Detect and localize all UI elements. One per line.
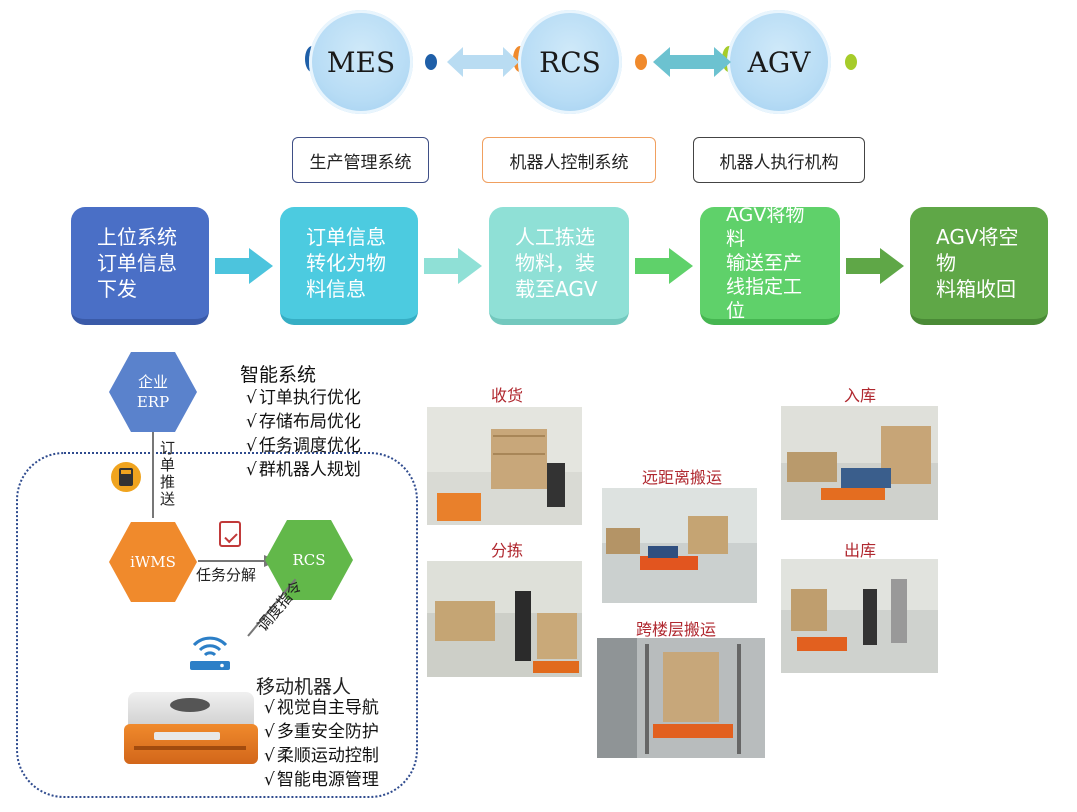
agv-desc: 机器人执行机构 (719, 152, 839, 173)
rcs-desc: 机器人控制系统 (509, 152, 629, 173)
flow-3-text-2: 物料，装 (515, 251, 595, 275)
flow-step-2: 订单信息转化为物料信息 (280, 207, 418, 325)
flow-1-text-3: 下发 (97, 277, 137, 301)
robot-feature-item: 视觉自主导航 (264, 696, 379, 720)
smart-feature-item: 订单执行优化 (246, 386, 361, 410)
erp-hexagon: 企业 ERP (109, 352, 197, 432)
flow-4-text-3: 线指定工 (726, 276, 803, 298)
robot-feature-item: 智能电源管理 (264, 768, 379, 792)
robot-feature-item: 柔顺运动控制 (264, 744, 379, 768)
smart-feature-item: 群机器人规划 (246, 458, 361, 482)
mes-rcs-double-arrow (447, 47, 519, 77)
flow-5-text-1: AGV将空物 (936, 225, 1019, 275)
flow-5-text-2: 料箱收回 (936, 277, 1016, 301)
order-push-connector (152, 432, 154, 518)
sort-caption: 分拣 (490, 541, 523, 560)
iwms-label: iWMS (130, 553, 176, 571)
flow-2-text-3: 料信息 (306, 277, 366, 301)
agv-robot-image (120, 686, 260, 770)
smart-system-list: 订单执行优化 存储布局优化 任务调度优化 群机器人规划 (246, 386, 361, 482)
rcs-hex-label: RCS (292, 551, 326, 569)
smart-feature-item: 任务调度优化 (246, 434, 361, 458)
flow-4-text-4: 位 (726, 300, 746, 322)
rcs-right-tab (635, 54, 647, 70)
long-transport-photo (602, 488, 757, 603)
mes-bubble: MES (309, 10, 413, 114)
erp-line-1: 企业 (137, 373, 168, 391)
task-split-label: 任务分解 (196, 566, 257, 584)
flow-1-text-2: 订单信息 (97, 251, 177, 275)
flow-4-text-1: AGV将物料 (726, 204, 805, 250)
flow-4-text-2: 输送至产 (726, 252, 803, 274)
flow-3-text-3: 载至AGV (515, 277, 598, 301)
flow-2-text-1: 订单信息 (306, 225, 386, 249)
receive-photo (427, 407, 582, 525)
flow-step-3: 人工拣选物料，装载至AGV (489, 207, 629, 325)
flow-arrow-4 (846, 248, 904, 284)
agv-right-tab (845, 54, 857, 70)
robot-zone-dotted-frame (16, 452, 418, 798)
flow-1-text-1: 上位系统 (97, 225, 177, 249)
robot-feature-list: 视觉自主导航 多重安全防护 柔顺运动控制 智能电源管理 (264, 696, 379, 792)
flow-step-5: AGV将空物料箱收回 (910, 207, 1048, 325)
robot-feature-item: 多重安全防护 (264, 720, 379, 744)
putaway-caption: 入库 (843, 386, 876, 405)
flow-arrow-3 (635, 248, 693, 284)
mes-desc: 生产管理系统 (309, 152, 412, 173)
floor-transport-caption: 跨楼层搬运 (635, 620, 716, 639)
wifi-router-icon (190, 636, 230, 670)
rcs-desc-box: 机器人控制系统 (482, 137, 656, 183)
flow-step-4: AGV将物料输送至产线指定工位 (700, 204, 840, 325)
agv-desc-box: 机器人执行机构 (693, 137, 865, 183)
outbound-caption: 出库 (843, 541, 876, 560)
mes-desc-box: 生产管理系统 (292, 137, 429, 183)
putaway-photo (781, 406, 938, 520)
flow-2-text-2: 转化为物 (306, 251, 386, 275)
flow-3-text-1: 人工拣选 (515, 225, 595, 249)
flow-step-1: 上位系统订单信息下发 (71, 207, 209, 325)
mes-label: MES (326, 45, 396, 79)
sort-photo (427, 561, 582, 677)
rcs-agv-double-arrow (653, 47, 731, 77)
flow-arrow-1 (215, 248, 273, 284)
clipboard-icon (219, 521, 241, 547)
flow-arrow-2 (424, 248, 482, 284)
long-transport-caption: 远距离搬运 (641, 468, 722, 487)
order-push-label: 订单推送 (160, 439, 176, 508)
floor-transport-photo (597, 638, 765, 758)
erp-line-2: ERP (136, 393, 170, 411)
rcs-label: RCS (539, 45, 601, 79)
smart-system-title: 智能系统 (240, 364, 317, 386)
outbound-photo (781, 559, 938, 673)
agv-bubble: AGV (727, 10, 831, 114)
agv-label: AGV (747, 45, 811, 79)
smart-feature-item: 存储布局优化 (246, 410, 361, 434)
receive-caption: 收货 (490, 386, 523, 405)
calculator-icon (111, 462, 141, 492)
rcs-bubble: RCS (518, 10, 622, 114)
mes-right-tab (425, 54, 437, 70)
mobile-robot-title: 移动机器人 (256, 676, 352, 698)
